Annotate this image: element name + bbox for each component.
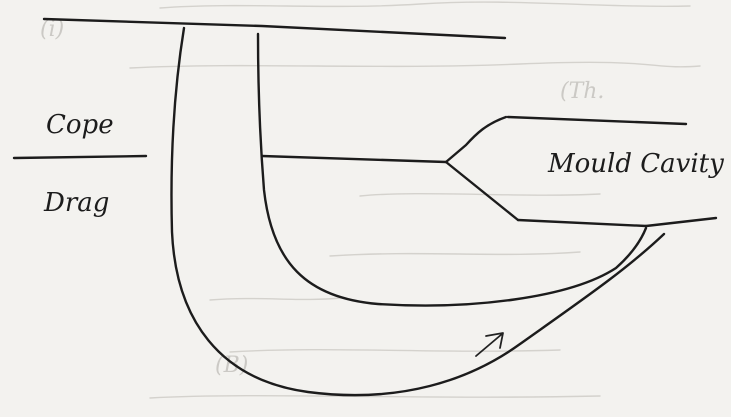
svg-text:(i): (i) [40,17,64,42]
sprue-outer-wall [170,26,666,397]
mould-cavity-label: Mould Cavity [548,149,724,179]
mould-cavity-right-edge [644,216,718,228]
sprue-inner-wall [256,32,648,307]
mould-cavity-lower-edge [516,218,648,228]
svg-text:(B): (B) [215,353,248,378]
drag-label: Drag [44,188,110,218]
flow-arrow-icon [475,332,504,357]
top-surface-line [42,17,507,40]
mould-cavity-lower-wedge [444,160,520,222]
mould-cavity-upper-wedge [444,115,508,164]
back-page-ghost-writing: (Th. (i) (B) [40,1,701,399]
cope-label: Cope [46,110,114,140]
cope-drag-separator-left [12,154,148,160]
svg-text:(Th.: (Th. [560,79,604,104]
mould-cavity-upper-edge [506,115,688,126]
parting-line [260,154,448,164]
